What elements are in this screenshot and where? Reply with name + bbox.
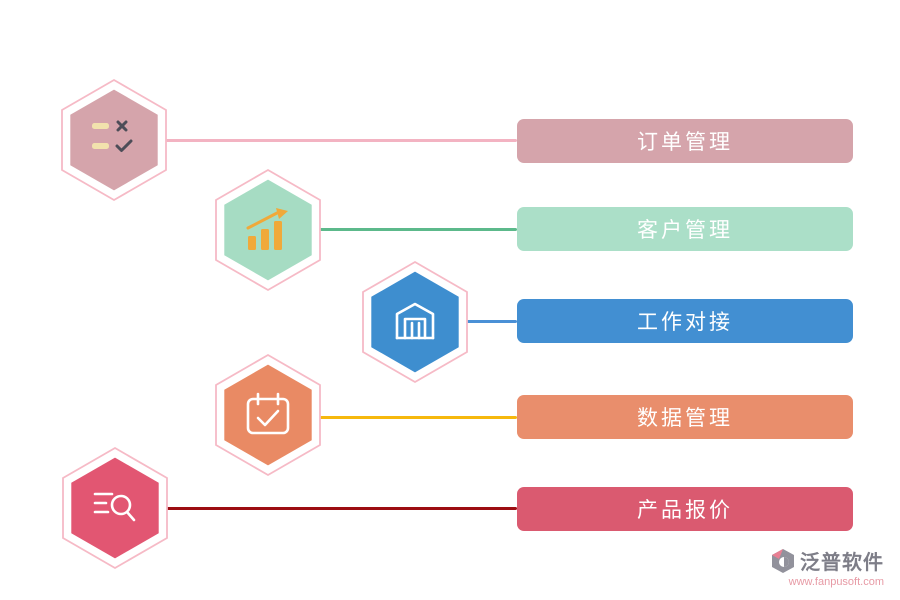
connector-line — [114, 139, 517, 142]
bar-chart-icon — [246, 208, 288, 250]
label-work-connection: 工作对接 — [517, 299, 853, 343]
brand-url: www.fanpusoft.com — [788, 576, 884, 588]
warehouse-icon — [395, 302, 435, 340]
hexagon-quote — [57, 446, 173, 570]
label-product-quotation: 产品报价 — [517, 487, 853, 531]
label-text: 产品报价 — [637, 499, 733, 522]
hexagon-data — [210, 353, 326, 477]
label-text: 数据管理 — [637, 407, 733, 430]
brand-name: 泛普软件 — [800, 552, 884, 574]
connector-line — [115, 507, 517, 510]
watermark: 泛普软件 www.fanpusoft.com — [770, 546, 884, 588]
label-customer-management: 客户管理 — [517, 207, 853, 251]
search-list-icon — [93, 492, 136, 522]
hexagon-customer — [210, 168, 326, 292]
label-text: 工作对接 — [637, 311, 733, 334]
fanpu-logo-icon — [772, 548, 794, 573]
hexagon-work — [357, 260, 473, 384]
label-order-management: 订单管理 — [517, 119, 853, 163]
connector-line — [268, 416, 517, 419]
calendar-check-icon — [246, 392, 290, 435]
checklist-icon — [92, 120, 133, 152]
label-text: 订单管理 — [637, 131, 733, 154]
label-data-management: 数据管理 — [517, 395, 853, 439]
hexagon-order — [56, 78, 172, 202]
connector-line — [268, 228, 517, 231]
label-text: 客户管理 — [637, 219, 733, 242]
